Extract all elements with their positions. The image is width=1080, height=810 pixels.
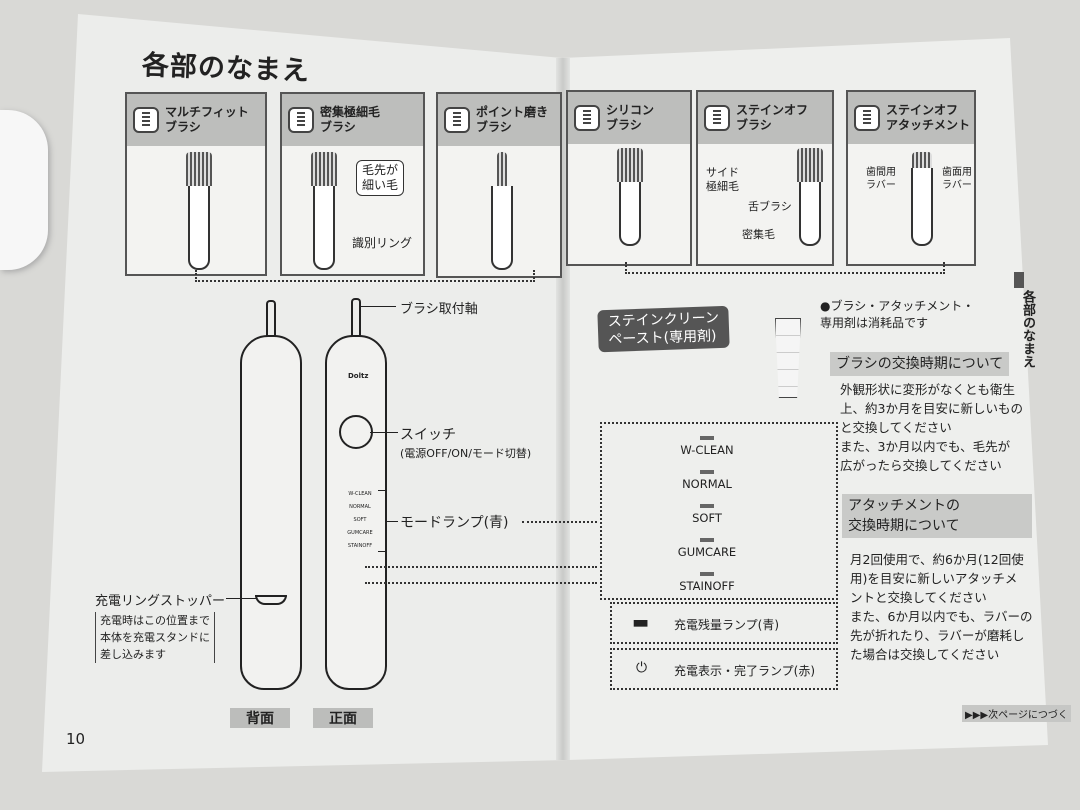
front-label: 正面 — [313, 708, 373, 728]
charge-lamp-label: 充電表示・完了ランプ(赤) — [674, 664, 816, 678]
brush-head-drawing — [185, 152, 213, 272]
battery-lamp-label: 充電残量ランプ(青) — [674, 618, 780, 632]
brush-label: マルチフィット ブラシ — [165, 105, 249, 134]
mode-gumcare: GUMCARE — [677, 545, 737, 559]
brush-label: シリコン ブラシ — [606, 103, 655, 132]
brush-icon — [288, 107, 314, 133]
brush-head-drawing — [616, 148, 644, 268]
brush-panel-stainoff: ステインオフ ブラシ サイド 極細毛 舌ブラシ 密集毛 — [696, 90, 834, 266]
mode-w-clean: W-CLEAN — [680, 443, 734, 457]
brush-body-front — [325, 335, 387, 690]
page-title: 各部のなまえ — [141, 50, 311, 87]
side-tab: 各部のなまえ — [1020, 290, 1035, 368]
switch-button — [339, 415, 373, 449]
stainoff-attachment-panel: ステインオフ アタッチメント 歯間用 ラバー 歯面用 ラバー — [846, 90, 976, 266]
leader-line — [360, 306, 396, 307]
mode-normal: NORMAL — [682, 477, 732, 491]
battery-icon: ▬ — [632, 612, 650, 633]
mode-stainoff: STAINOFF — [679, 579, 735, 593]
leader-line — [386, 521, 398, 522]
charging-ring-stopper — [255, 595, 287, 605]
stopper-label: 充電リングストッパー — [95, 594, 226, 609]
surface-rubber-label: 歯面用 ラバー — [942, 167, 972, 191]
brush-label: 密集極細毛 ブラシ — [320, 105, 381, 134]
brush-head-drawing — [796, 148, 824, 268]
next-page-indicator: ▶▶▶次ページにつづく — [962, 705, 1071, 722]
page-number: 10 — [66, 730, 86, 748]
attachment-icon — [854, 105, 880, 131]
identification-ring-label: 識別リング — [352, 236, 413, 250]
interdental-rubber-label: 歯間用 ラバー — [866, 167, 896, 191]
brush-icon — [133, 107, 159, 133]
leader-line — [226, 598, 256, 599]
brand-logo: Doltz — [348, 372, 369, 380]
plug-icon: ⏻ — [636, 660, 648, 676]
brush-icon — [704, 105, 730, 131]
brush-icon — [574, 105, 600, 131]
mode-lamp-bracket — [378, 490, 386, 552]
mode-soft: SOFT — [692, 511, 722, 525]
paste-tube-drawing — [775, 318, 801, 398]
connector-line — [625, 262, 945, 274]
brush-panel-dense: 密集極細毛 ブラシ 毛先が 細い毛 識別リング — [280, 92, 425, 276]
consumable-note: ●ブラシ・アタッチメント・ 専用剤は消耗品です — [820, 299, 975, 330]
shaft-front — [351, 298, 361, 336]
brush-replacement-heading: ブラシの交換時期について — [830, 352, 1010, 376]
shaft-label: ブラシ取付軸 — [400, 302, 478, 317]
brush-label: ステインオフ ブラシ — [736, 103, 809, 132]
attachment-replacement-heading: アタッチメントの 交換時期について — [842, 494, 1032, 538]
dotted-connector — [365, 582, 597, 584]
dense-bristle-label: 密集毛 — [742, 228, 775, 241]
brush-panel-point: ポイント磨き ブラシ — [436, 92, 562, 278]
charge-lamp-row: ⏻ 充電表示・完了ランプ(赤) — [610, 648, 838, 690]
brush-icon — [444, 107, 470, 133]
dotted-connector — [522, 521, 597, 523]
brush-body-back — [240, 335, 302, 690]
switch-label: スイッチ — [400, 427, 456, 443]
switch-note: (電源OFF/ON/モード切替) — [400, 447, 532, 460]
dotted-connector — [365, 566, 597, 568]
leader-line — [370, 432, 398, 433]
charging-stand — [0, 110, 48, 270]
side-bristle-label: サイド 極細毛 — [706, 166, 739, 193]
brush-label: ポイント磨き ブラシ — [476, 105, 549, 134]
paste-label: ステインクリーン ペースト(専用剤) — [597, 305, 731, 353]
battery-lamp-row: ▬ 充電残量ランプ(青) — [610, 602, 838, 644]
tongue-brush-label: 舌ブラシ — [748, 200, 792, 213]
brush-label: ステインオフ アタッチメント — [886, 103, 971, 132]
shaft-back — [266, 300, 276, 336]
connector-line — [195, 270, 535, 282]
back-label: 背面 — [230, 708, 290, 728]
brush-panel-silicone: シリコン ブラシ — [566, 90, 692, 266]
brush-panel-multifit: マルチフィット ブラシ — [125, 92, 267, 276]
brush-head-drawing — [488, 152, 516, 272]
mode-lamp-label: モードランプ(青) — [400, 515, 509, 531]
stopper-note: 充電時はこの位置まで 本体を充電スタンドに 差し込みます — [95, 612, 215, 663]
attachment-replacement-text: 月2回使用で、約6か月(12回使 用)を目安に新しいアタッチメ ントと交換してく… — [850, 552, 1033, 662]
side-tab-marker — [1014, 272, 1024, 288]
mode-lamp-box: W-CLEAN NORMAL SOFT GUMCARE STAINOFF — [600, 422, 838, 600]
attachment-drawing — [908, 152, 936, 272]
fine-bristle-callout: 毛先が 細い毛 — [356, 160, 405, 196]
brush-head-drawing — [310, 152, 338, 272]
brush-replacement-text: 外観形状に変形がなくとも衛生 上、約3か月を目安に新しいもの と交換してください… — [840, 382, 1023, 473]
